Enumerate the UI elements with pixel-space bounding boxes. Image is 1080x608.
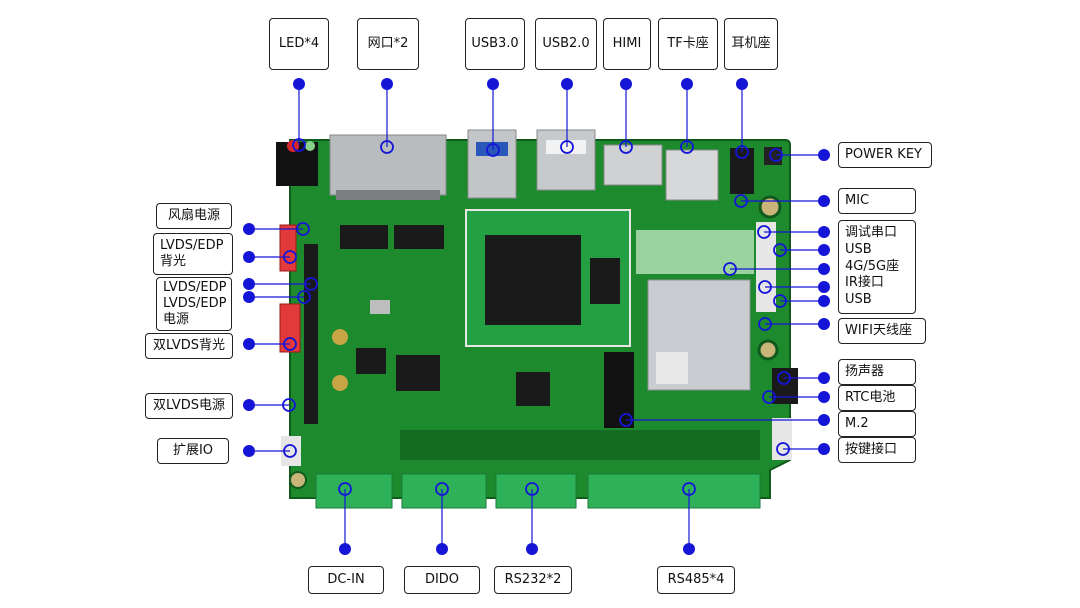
label-lvds-edp-power-line2: LVDS/EDP — [163, 296, 227, 311]
label-lvds-edp-backlight-line1: LVDS/EDP — [160, 238, 224, 253]
pcb-board — [276, 129, 798, 509]
label-led: LED*4 — [269, 18, 329, 70]
label-power-key: POWER KEY — [838, 142, 932, 168]
label-earphone: 耳机座 — [724, 18, 778, 70]
label-usb-a: USB — [845, 241, 872, 257]
target-markers — [282, 138, 791, 496]
label-modem: 4G/5G座 — [845, 258, 900, 274]
label-group-interfaces: 调试串口 USB 4G/5G座 IR接口 USB — [838, 220, 916, 314]
label-lvds-edp-power-line3: 电源 — [163, 312, 190, 327]
label-lvds-edp-backlight-line2: 背光 — [160, 254, 187, 269]
label-usb-b: USB — [845, 292, 872, 308]
label-dots — [243, 78, 830, 555]
label-usb30: USB3.0 — [465, 18, 525, 70]
label-dc-in: DC-IN — [308, 566, 384, 594]
label-ir: IR接口 — [845, 275, 884, 291]
label-dual-lvds-backlight: 双LVDS背光 — [145, 333, 233, 359]
label-m2: M.2 — [838, 411, 916, 437]
label-rtc: RTC电池 — [838, 385, 916, 411]
label-expansion-io: 扩展IO — [157, 438, 229, 464]
label-ethernet: 网口*2 — [357, 18, 419, 70]
label-tf: TF卡座 — [658, 18, 718, 70]
label-usb20: USB2.0 — [535, 18, 597, 70]
label-wifi: WIFI天线座 — [838, 318, 926, 344]
label-fan-power: 风扇电源 — [156, 203, 232, 229]
label-dido: DIDO — [404, 566, 480, 594]
label-lvds-edp-backlight: LVDS/EDP 背光 — [153, 233, 233, 275]
label-lvds-edp-power: LVDS/EDP LVDS/EDP 电源 — [156, 277, 232, 331]
label-dual-lvds-power: 双LVDS电源 — [145, 393, 233, 419]
label-lvds-edp-power-line1: LVDS/EDP — [163, 280, 227, 295]
label-key-port: 按键接口 — [838, 437, 916, 463]
label-speaker: 扬声器 — [838, 359, 916, 385]
label-rs485: RS485*4 — [657, 566, 735, 594]
label-hdmi: HIMI — [603, 18, 651, 70]
label-debug-serial: 调试串口 — [845, 225, 898, 240]
label-rs232: RS232*2 — [494, 566, 572, 594]
label-mic: MIC — [838, 188, 916, 214]
